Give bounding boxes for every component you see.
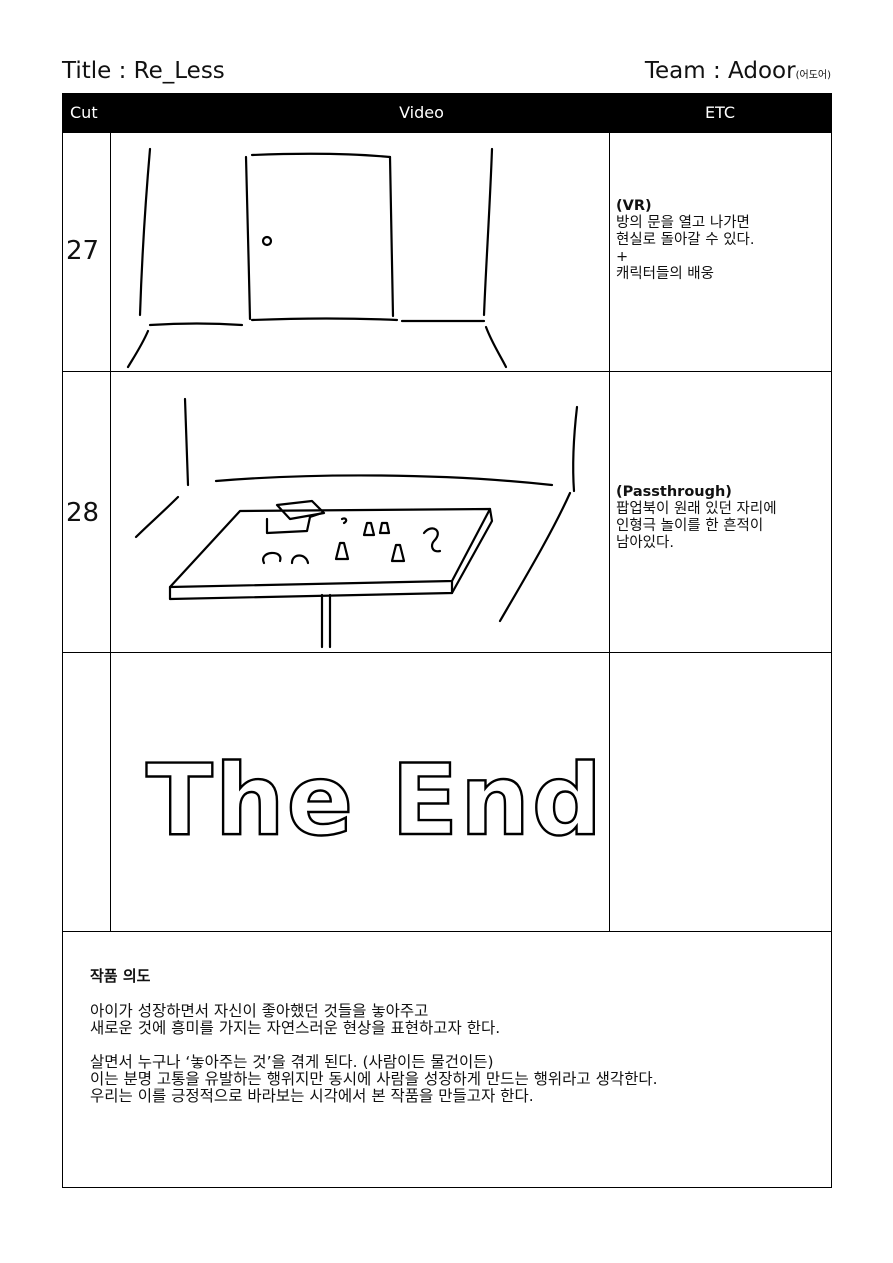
column-header-video: Video	[399, 103, 444, 122]
intent-line: 새로운 것에 흥미를 가지는 자연스러운 현상을 표현하고자 한다.	[90, 1019, 501, 1037]
the-end-sketch: The End	[145, 743, 604, 859]
row-divider-2	[62, 652, 832, 653]
row-divider-1	[62, 371, 832, 372]
cut-number-27: 27	[66, 236, 100, 266]
etc-line: 캐릭터들의 배웅	[616, 266, 714, 282]
etc-line: 현실로 돌아갈 수 있다.	[616, 232, 755, 248]
table-border-bottom	[62, 1187, 832, 1188]
table-divider-etc	[609, 133, 610, 931]
intent-heading: 작품 의도	[90, 967, 151, 985]
etc-note-27: (VR) 방의 문을 열고 나가면 현실로 돌아갈 수 있다. + 캐릭터들의 …	[616, 198, 755, 283]
intent-line: 우리는 이를 긍정적으로 바라보는 시각에서 본 작품을 만들고자 한다.	[90, 1087, 534, 1105]
intent-line: 이는 분명 고통을 유발하는 행위지만 동시에 사람을 성장하게 만드는 행위라…	[90, 1070, 658, 1088]
etc-line: +	[616, 249, 629, 265]
table-divider-cut	[110, 133, 111, 931]
etc-tag-27: (VR)	[616, 198, 652, 214]
the-end-text: The End	[146, 744, 604, 858]
table-border-right	[831, 93, 832, 1188]
table-border-left	[62, 133, 63, 1188]
etc-line: 남아있다.	[616, 535, 674, 551]
etc-line: 인형극 놀이를 한 흔적이	[616, 518, 764, 534]
team-subname: (어도어)	[795, 70, 831, 81]
room-door-sketch	[126, 147, 508, 369]
row-divider-3	[62, 931, 832, 932]
column-header-etc: ETC	[704, 103, 736, 122]
etc-line: 방의 문을 열고 나가면	[616, 215, 750, 231]
etc-line: 팝업북이 원래 있던 자리에	[616, 501, 777, 517]
team-label: Team : Adoor(어도어)	[645, 58, 831, 84]
team-name: Team : Adoor	[644, 58, 796, 84]
intent-line: 아이가 성장하면서 자신이 좋아했던 것들을 놓아주고	[90, 1002, 429, 1020]
table-figures-sketch	[134, 397, 579, 649]
etc-note-28: (Passthrough) 팝업북이 원래 있던 자리에 인형극 놀이를 한 흔…	[616, 484, 777, 552]
intent-line: 살면서 누구나 ‘놓아주는 것’을 겪게 된다. (사람이든 물건이든)	[90, 1053, 494, 1071]
cut-number-28: 28	[66, 498, 100, 528]
document-title: Title : Re_Less	[62, 58, 225, 84]
intent-section: 작품 의도 아이가 성장하면서 자신이 좋아했던 것들을 놓아주고 새로운 것에…	[90, 968, 658, 1105]
column-header-cut: Cut	[70, 103, 98, 122]
etc-tag-28: (Passthrough)	[616, 484, 732, 500]
table-header: Cut Video ETC	[62, 93, 831, 133]
